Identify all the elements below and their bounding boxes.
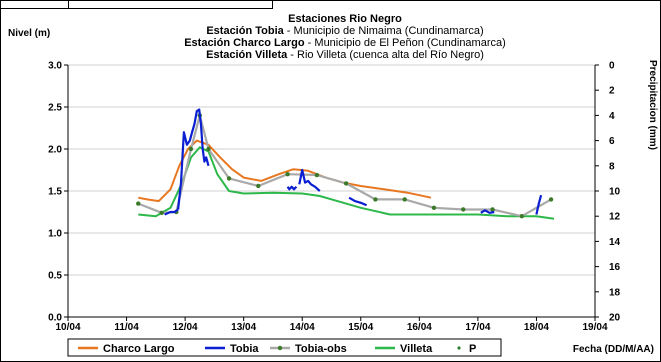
- series-tobia-obs-point-16: [519, 214, 525, 219]
- y-tick-label-6: 3.0: [48, 61, 62, 72]
- x-tick-label-3: 13/04: [231, 322, 256, 333]
- series-tobia-segment-4: [348, 196, 368, 207]
- subtitle-2-bold: Estación Charco Largo: [184, 37, 305, 49]
- series-tobia-obs-point-12: [402, 197, 407, 202]
- y-tick-label-0: 0.0: [48, 313, 62, 324]
- series-tobia-obs-point-13: [431, 205, 437, 210]
- series-tobia-obs-point-6: [226, 176, 232, 181]
- series-tobia-obs-point-0: [136, 201, 141, 206]
- subtitle-1-normal: - Municipio de Nimaima (Cundinamarca): [284, 25, 484, 37]
- y-tick-label-2: 1.0: [48, 229, 62, 240]
- series-tobia-obs-point-8: [285, 172, 290, 177]
- legend-label-tobia-obs: Tobia-obs: [295, 343, 347, 355]
- legend: Charco Largo Tobia Tobia-obs Villeta P: [67, 338, 502, 357]
- y2-axis-label: Precipitacion (mm): [647, 60, 658, 150]
- subtitle-3-normal: - Rio Villeta (cuenca alta del Río Negro…: [287, 49, 484, 61]
- x-tick-label-6: 16/04: [407, 322, 432, 333]
- subtitle-3-bold: Estación Villeta: [206, 49, 288, 61]
- chart-subtitle-2: Estación Charco Largo - Municipio de El …: [184, 37, 506, 49]
- y-axis-label: Nivel (m): [8, 28, 50, 39]
- x-tick-label-5: 15/04: [348, 322, 373, 333]
- y-tick-label-1: 0.5: [48, 271, 62, 282]
- y2-tick-label-7: 14: [609, 237, 621, 248]
- legend-swatch-p: [457, 346, 461, 350]
- chart-subtitle-3: Estación Villeta - Rio Villeta (cuenca a…: [206, 49, 484, 61]
- series-tobia-segment-1: [177, 108, 210, 210]
- y2-tick-label-6: 12: [609, 212, 621, 223]
- series-tobia-segment-5: [480, 209, 495, 214]
- x-tick-label-1: 11/04: [114, 322, 139, 333]
- x-tick-label-2: 12/04: [173, 322, 198, 333]
- chart-subtitle-1: Estación Tobia - Municipio de Nimaima (C…: [206, 25, 483, 37]
- chart-titles: Estaciones Rio Negro Estación Tobia - Mu…: [8, 13, 658, 355]
- legend-label-villeta: Villeta: [400, 343, 433, 355]
- series-tobia-segment-6: [535, 194, 543, 215]
- subtitle-1-bold: Estación Tobia: [206, 25, 284, 37]
- x-tick-label-9: 19/04: [582, 322, 607, 333]
- y-tick-label-3: 1.5: [48, 187, 62, 198]
- y2-tick-label-10: 20: [609, 313, 621, 324]
- y2-tick-label-2: 4: [609, 111, 615, 122]
- series-tobia-obs-point-5: [206, 146, 211, 152]
- y2-tick-label-1: 2: [609, 86, 615, 97]
- legend-label-p: P: [469, 343, 476, 355]
- legend-label-charco-largo: Charco Largo: [103, 343, 175, 355]
- series-tobia-obs-point-1: [159, 210, 164, 216]
- x-tick-label-8: 18/04: [524, 322, 549, 333]
- series-tobia-segment-2: [286, 185, 298, 191]
- series-tobia-obs-point-7: [256, 183, 261, 189]
- y2-tick-label-0: 0: [609, 61, 615, 72]
- series-tobia-obs-point-14: [461, 207, 466, 212]
- y-tick-label-5: 2.5: [48, 103, 62, 114]
- series-tobia-obs-point-15: [490, 207, 495, 212]
- y2-tick-label-4: 8: [609, 161, 615, 172]
- series-tobia-segment-3: [298, 168, 321, 192]
- series-tobia-obs-point-11: [373, 197, 378, 202]
- header-strip: [0, 0, 273, 9]
- y2-tick-label-8: 16: [609, 262, 621, 273]
- grid: [68, 64, 595, 276]
- y2-tick-label-9: 18: [609, 287, 621, 298]
- series-charco-largo-line: [138, 139, 432, 203]
- series-layer: [136, 108, 555, 220]
- series-tobia-obs-line: [137, 114, 552, 218]
- legend-marker-tobia-obs: [277, 345, 283, 351]
- legend-label-tobia: Tobia: [230, 343, 259, 355]
- x-axis-label: Fecha (DD/M/AA): [573, 344, 654, 355]
- subtitle-2-normal: - Municipio de El Peñon (Cundinamarca): [305, 37, 506, 49]
- y2-tick-label-5: 10: [609, 187, 621, 198]
- x-tick-label-7: 17/04: [465, 322, 490, 333]
- series-tobia-obs-point-17: [548, 197, 554, 202]
- series-tobia-obs-point-3: [188, 146, 194, 152]
- x-tick-label-0: 10/04: [55, 322, 80, 333]
- y2-tick-label-3: 6: [609, 136, 615, 147]
- y-tick-label-4: 2.0: [48, 145, 62, 156]
- ticks: 0.0 0.5 1.0 1.5 2.0 2.5 3.0 0 2 4 6 8 10 12 14 16 18 20 10…: [48, 61, 620, 334]
- series-tobia-segment-0: [164, 208, 179, 216]
- x-tick-label-4: 14/04: [290, 322, 315, 333]
- series-tobia-obs-point-10: [343, 181, 349, 186]
- series-tobia-obs-point-9: [314, 172, 320, 178]
- chart-title: Estaciones Rio Negro: [288, 13, 402, 25]
